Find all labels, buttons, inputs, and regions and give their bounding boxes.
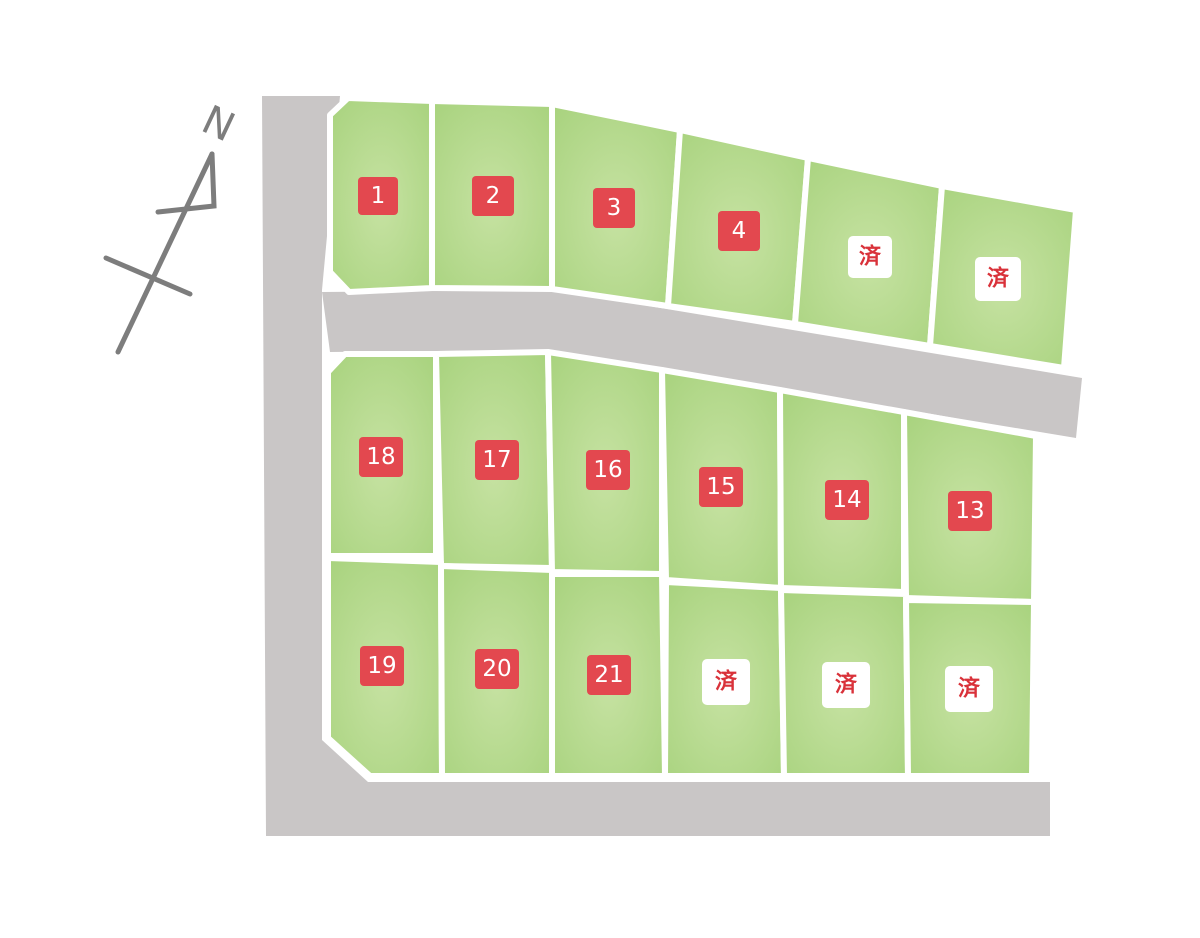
lot-label: 済	[958, 676, 981, 702]
lot-badge-22: 済	[702, 659, 750, 705]
lot-badge-19: 19	[360, 646, 404, 686]
lot-badge-5: 済	[848, 236, 892, 278]
lot-label: 14	[832, 487, 861, 513]
lot-label: 済	[835, 672, 858, 698]
lot-badge-13: 13	[948, 491, 992, 531]
lot-badge-1: 1	[358, 177, 398, 215]
lot-label: 13	[955, 498, 984, 524]
lot-label: 20	[482, 656, 511, 682]
lot-badge-18: 18	[359, 437, 403, 477]
lot-badge-17: 17	[475, 440, 519, 480]
lot-badge-21: 21	[587, 655, 631, 695]
lot-label: 1	[371, 183, 386, 209]
lot-label: 4	[732, 218, 747, 244]
lot-badge-16: 16	[586, 450, 630, 490]
lot-badge-15: 15	[699, 467, 743, 507]
lot-label: 18	[366, 444, 395, 470]
lot-badge-3: 3	[593, 188, 635, 228]
lot-badge-2: 2	[472, 176, 514, 216]
lot-label: 19	[367, 653, 396, 679]
road-west	[262, 96, 1050, 836]
lot-badge-23: 済	[822, 662, 870, 708]
north-label: N	[195, 97, 242, 151]
lot-label: 2	[486, 183, 501, 209]
lot-label: 済	[987, 266, 1010, 292]
lot-badge-14: 14	[825, 480, 869, 520]
road-middle	[322, 290, 1082, 438]
lot-label: 16	[593, 457, 622, 483]
north-arrow-icon: N	[103, 97, 242, 355]
lot-badge-24: 済	[945, 666, 993, 712]
lot-label: 済	[859, 244, 882, 270]
lot-badges: 1 2 3 4 済 済 18 17 16 15 14 13 19 20 21 済…	[358, 176, 1021, 712]
lot-badge-20: 20	[475, 649, 519, 689]
roads	[262, 96, 1082, 836]
lot-badge-4: 4	[718, 211, 760, 251]
lot-label: 17	[482, 447, 511, 473]
lot-badge-6: 済	[975, 257, 1021, 301]
lot-label: 21	[594, 662, 623, 688]
lot-label: 3	[607, 195, 622, 221]
lot-label: 15	[706, 474, 735, 500]
lot-label: 済	[715, 669, 738, 695]
